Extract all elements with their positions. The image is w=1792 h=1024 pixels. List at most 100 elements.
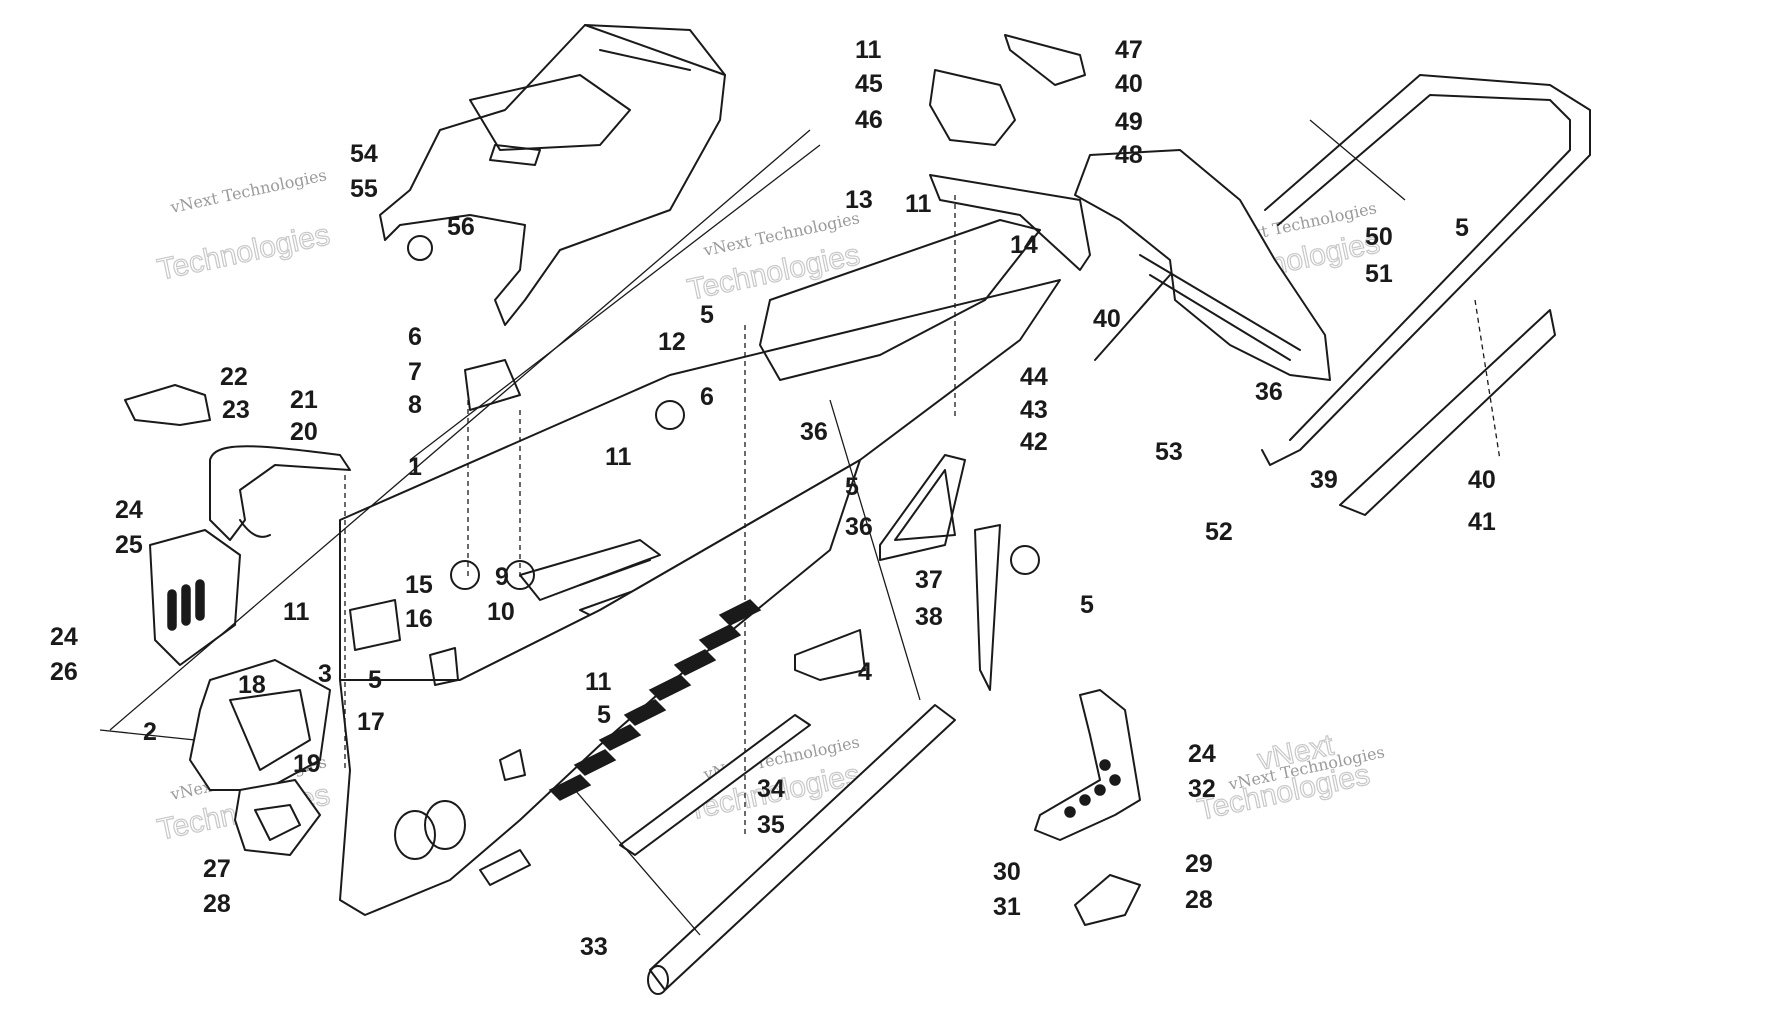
callout-18: 18 bbox=[238, 671, 266, 699]
callout-13: 13 bbox=[845, 186, 873, 214]
taillight-right bbox=[1074, 874, 1141, 926]
callout-16: 16 bbox=[405, 605, 433, 633]
callout-20: 20 bbox=[290, 418, 318, 446]
callout-10: 10 bbox=[487, 598, 515, 626]
callout-3: 3 bbox=[318, 660, 332, 688]
grab-handle bbox=[124, 384, 351, 541]
tunnel-rod bbox=[647, 704, 956, 995]
callouts: 1 2 3 4 5 5 5 5 5 5 6 6 7 8 9 10 11 11 1… bbox=[50, 36, 1496, 961]
callout-5: 5 bbox=[597, 701, 611, 729]
callout-34: 34 bbox=[757, 775, 785, 803]
bracket-8 bbox=[464, 359, 521, 411]
callout-39: 39 bbox=[1310, 466, 1338, 494]
callout-49: 49 bbox=[1115, 108, 1143, 136]
callout-51: 51 bbox=[1365, 260, 1393, 288]
callout-31: 31 bbox=[993, 893, 1021, 921]
bracket-4 bbox=[794, 629, 866, 681]
footrest bbox=[1034, 689, 1141, 841]
callout-40: 40 bbox=[1115, 70, 1143, 98]
callout-50: 50 bbox=[1365, 223, 1393, 251]
callout-56: 56 bbox=[447, 213, 475, 241]
rear-bracket bbox=[149, 529, 241, 666]
grommet-5 bbox=[1010, 545, 1040, 575]
bumper-56 bbox=[407, 235, 433, 261]
callout-6: 6 bbox=[700, 383, 714, 411]
watermark-text: vNext Technologies bbox=[168, 165, 328, 217]
bracket-34 bbox=[619, 714, 811, 856]
callout-36: 36 bbox=[800, 418, 828, 446]
callout-11: 11 bbox=[905, 190, 932, 218]
callout-42: 42 bbox=[1020, 428, 1048, 456]
rear-bumper bbox=[1261, 74, 1591, 466]
callout-22: 22 bbox=[220, 363, 248, 391]
callout-5: 5 bbox=[1080, 591, 1094, 619]
grommet-9 bbox=[450, 560, 480, 590]
callout-24: 24 bbox=[50, 623, 78, 651]
callout-6: 6 bbox=[408, 323, 422, 351]
callout-15: 15 bbox=[405, 571, 433, 599]
callout-4: 4 bbox=[858, 658, 872, 686]
callout-9: 9 bbox=[495, 563, 509, 591]
running-board bbox=[339, 459, 861, 916]
callout-29: 29 bbox=[1185, 850, 1213, 878]
callout-2: 2 bbox=[143, 718, 157, 746]
callout-5: 5 bbox=[845, 473, 859, 501]
callout-44: 44 bbox=[1020, 363, 1048, 391]
callout-24: 24 bbox=[115, 496, 143, 524]
callout-5: 5 bbox=[700, 301, 714, 329]
callout-11: 11 bbox=[855, 36, 882, 64]
callout-14: 14 bbox=[1010, 231, 1038, 259]
callout-53: 53 bbox=[1155, 438, 1183, 466]
callout-54: 54 bbox=[350, 140, 378, 168]
callout-40: 40 bbox=[1093, 305, 1121, 333]
control-module bbox=[349, 599, 459, 686]
taillight bbox=[234, 779, 321, 856]
callout-43: 43 bbox=[1020, 396, 1048, 424]
callout-11: 11 bbox=[283, 598, 310, 626]
callout-37: 37 bbox=[915, 566, 943, 594]
callout-1: 1 bbox=[408, 453, 422, 481]
callout-47: 47 bbox=[1115, 36, 1143, 64]
callout-36: 36 bbox=[845, 513, 873, 541]
callout-11: 11 bbox=[605, 443, 632, 471]
callout-5: 5 bbox=[1455, 214, 1469, 242]
callout-46: 46 bbox=[855, 106, 883, 134]
callout-26: 26 bbox=[50, 658, 78, 686]
side-bracket bbox=[879, 454, 1001, 691]
callout-11: 11 bbox=[585, 668, 612, 696]
seat bbox=[379, 24, 726, 326]
callout-8: 8 bbox=[408, 391, 422, 419]
callout-12: 12 bbox=[658, 328, 686, 356]
callout-28: 28 bbox=[1185, 886, 1213, 914]
callout-45: 45 bbox=[855, 70, 883, 98]
watermark-text: Technologies bbox=[155, 218, 333, 287]
grommet-10 bbox=[505, 560, 535, 590]
footrest-holes bbox=[1064, 759, 1121, 818]
callout-24: 24 bbox=[1188, 740, 1216, 768]
callout-27: 27 bbox=[203, 855, 231, 883]
upper-bracket bbox=[929, 34, 1091, 271]
callout-33: 33 bbox=[580, 933, 608, 961]
callout-17: 17 bbox=[357, 708, 385, 736]
callout-32: 32 bbox=[1188, 775, 1216, 803]
callout-28: 28 bbox=[203, 890, 231, 918]
callout-35: 35 bbox=[757, 811, 785, 839]
callout-55: 55 bbox=[350, 175, 378, 203]
callout-7: 7 bbox=[408, 358, 422, 386]
callout-41: 41 bbox=[1468, 508, 1496, 536]
callout-25: 25 bbox=[115, 531, 143, 559]
parts-artwork bbox=[124, 24, 1591, 995]
callout-36: 36 bbox=[1255, 378, 1283, 406]
callout-19: 19 bbox=[293, 750, 321, 778]
running-board-holes bbox=[548, 599, 762, 801]
callout-48: 48 bbox=[1115, 141, 1143, 169]
step-plate bbox=[1339, 309, 1556, 516]
callout-40: 40 bbox=[1468, 466, 1496, 494]
callout-5: 5 bbox=[368, 666, 382, 694]
callout-21: 21 bbox=[290, 386, 318, 414]
callout-23: 23 bbox=[222, 396, 250, 424]
callout-30: 30 bbox=[993, 858, 1021, 886]
callout-38: 38 bbox=[915, 603, 943, 631]
grommet-6 bbox=[655, 400, 685, 430]
